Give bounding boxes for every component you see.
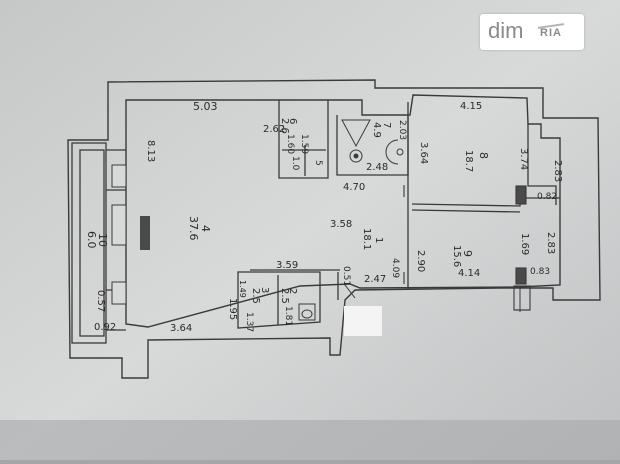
entry-lines <box>344 284 521 312</box>
toilet-fixture <box>298 303 316 321</box>
dimension-labels: 5.03 8.13 2.62 4 37.6 10 6.0 0.57 0.92 3… <box>85 100 563 334</box>
label-149: 1.49 <box>238 280 247 298</box>
label-248: 2.48 <box>366 162 388 173</box>
room-8-area: 18.7 <box>463 150 474 172</box>
room-1-area: 18.1 <box>361 228 372 250</box>
radiator <box>140 216 150 250</box>
room-2-width: 1.81 <box>283 306 293 326</box>
label-358: 3.58 <box>330 219 352 230</box>
label-top-width: 5.03 <box>193 100 218 113</box>
label-left-height: 8.13 <box>145 140 156 162</box>
watermark-mark: RIA <box>540 27 562 39</box>
label-374: 3.74 <box>518 148 529 170</box>
bathroom-fixtures <box>341 119 404 165</box>
room-4-number: 4 <box>199 225 212 232</box>
label-10: 1.0 <box>290 156 300 171</box>
label-364: 3.64 <box>170 323 192 334</box>
label-290: 2.90 <box>415 250 426 272</box>
room-3-width: 1.37 <box>244 312 254 332</box>
watermark-brand: dim <box>488 18 524 43</box>
paper-patch <box>344 306 382 336</box>
room-6-number: 6 <box>287 118 298 124</box>
room-10-number: 10 <box>96 233 109 247</box>
room-2-number: 2 <box>287 288 298 294</box>
label-082: 0.82 <box>537 192 557 202</box>
interior-walls <box>237 100 560 329</box>
balcony-walls <box>71 142 126 344</box>
label-247: 2.47 <box>364 274 386 285</box>
label-359: 3.59 <box>276 260 298 271</box>
label-169: 1.69 <box>519 233 530 255</box>
label-414: 4.14 <box>458 268 480 279</box>
room-3-number: 3 <box>259 287 270 293</box>
label-470: 4.70 <box>343 182 365 193</box>
paper-shadow-bottom <box>0 420 620 460</box>
label-092: 0.92 <box>94 322 116 333</box>
label-195: 1.95 <box>227 298 238 320</box>
room-8-number: 8 <box>477 152 490 159</box>
label-083: 0.83 <box>530 267 550 277</box>
label-203: 2.03 <box>397 120 407 140</box>
label-364b: 3.64 <box>418 142 429 164</box>
label-415: 4.15 <box>460 101 482 112</box>
room-10-area: 6.0 <box>85 231 98 249</box>
label-051: 0.51 <box>341 266 351 286</box>
doors <box>403 185 531 311</box>
label-159: 1.59 <box>299 134 309 154</box>
room-7-number: 7 <box>381 122 392 128</box>
room-9-area: 15.6 <box>451 245 462 267</box>
label-160: 1.60 <box>285 134 295 154</box>
room-3-area: 2.5 <box>250 288 261 304</box>
room-6-area: 2.6 <box>279 118 290 134</box>
room-1-number: 1 <box>373 237 384 243</box>
outer-walls <box>67 79 601 379</box>
label-057: 0.57 <box>95 290 106 312</box>
left-openings <box>111 164 127 305</box>
label-5: 5 <box>313 160 323 166</box>
room-2-area: 2.5 <box>279 288 290 304</box>
room-9-number: 9 <box>461 250 474 257</box>
label-divider: 2.62 <box>263 124 285 135</box>
label-283b: 2.83 <box>545 232 556 254</box>
room-4-area: 37.6 <box>187 216 200 241</box>
site-watermark: dim RIA <box>480 14 584 50</box>
room-7-area: 4.9 <box>371 122 382 138</box>
label-283a: 2.83 <box>552 160 563 182</box>
label-409: 4.09 <box>390 258 400 278</box>
